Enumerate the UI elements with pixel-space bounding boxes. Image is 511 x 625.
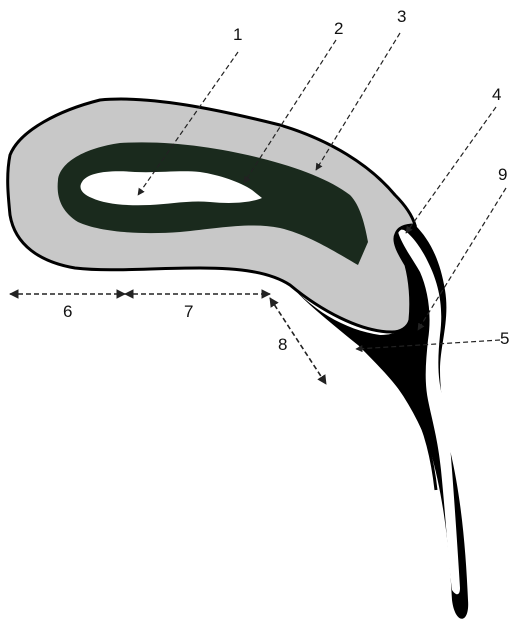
label-4: 4: [492, 85, 501, 104]
leader-4: [406, 107, 496, 233]
label-5: 5: [500, 329, 509, 348]
label-7: 7: [184, 302, 193, 321]
label-9: 9: [498, 165, 507, 184]
label-2: 2: [334, 19, 343, 38]
label-1: 1: [233, 25, 242, 44]
label-3: 3: [397, 7, 406, 26]
leader-3: [316, 33, 400, 170]
label-6: 6: [63, 302, 72, 321]
label-8: 8: [278, 335, 287, 354]
